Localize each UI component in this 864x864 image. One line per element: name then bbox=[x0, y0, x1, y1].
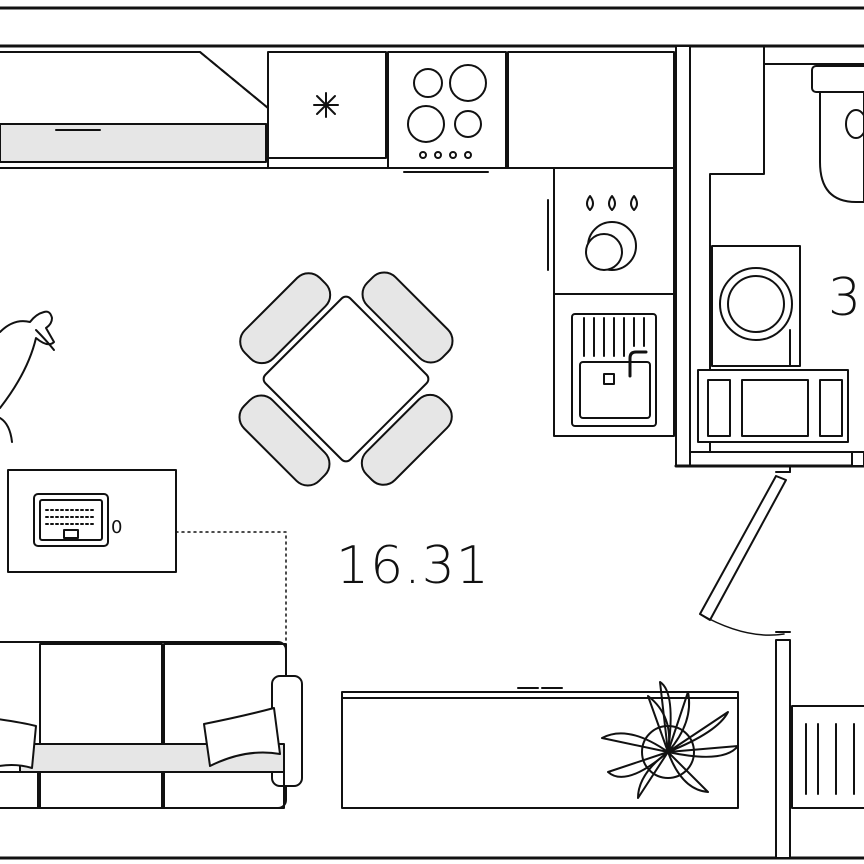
kitchen-counter bbox=[0, 51, 675, 169]
hob-icon bbox=[401, 64, 491, 173]
sink-icon bbox=[571, 313, 657, 427]
desk bbox=[7, 469, 287, 641]
wardrobe bbox=[791, 705, 864, 809]
laptop-icon bbox=[33, 493, 109, 547]
plant-icon bbox=[601, 681, 739, 799]
fridge-icon bbox=[313, 92, 339, 118]
room-area-bathroom: 3 bbox=[828, 268, 863, 328]
dining-set bbox=[238, 271, 454, 487]
door bbox=[699, 465, 791, 636]
oven-icon bbox=[585, 195, 638, 271]
room-area-studio: 16.31 bbox=[336, 536, 490, 596]
bathroom bbox=[697, 45, 864, 453]
sofa bbox=[0, 641, 303, 809]
walls bbox=[0, 6, 864, 860]
laptop-indicator: 0 bbox=[111, 517, 123, 538]
dog-icon bbox=[0, 310, 55, 443]
kitchen-column bbox=[547, 167, 675, 437]
